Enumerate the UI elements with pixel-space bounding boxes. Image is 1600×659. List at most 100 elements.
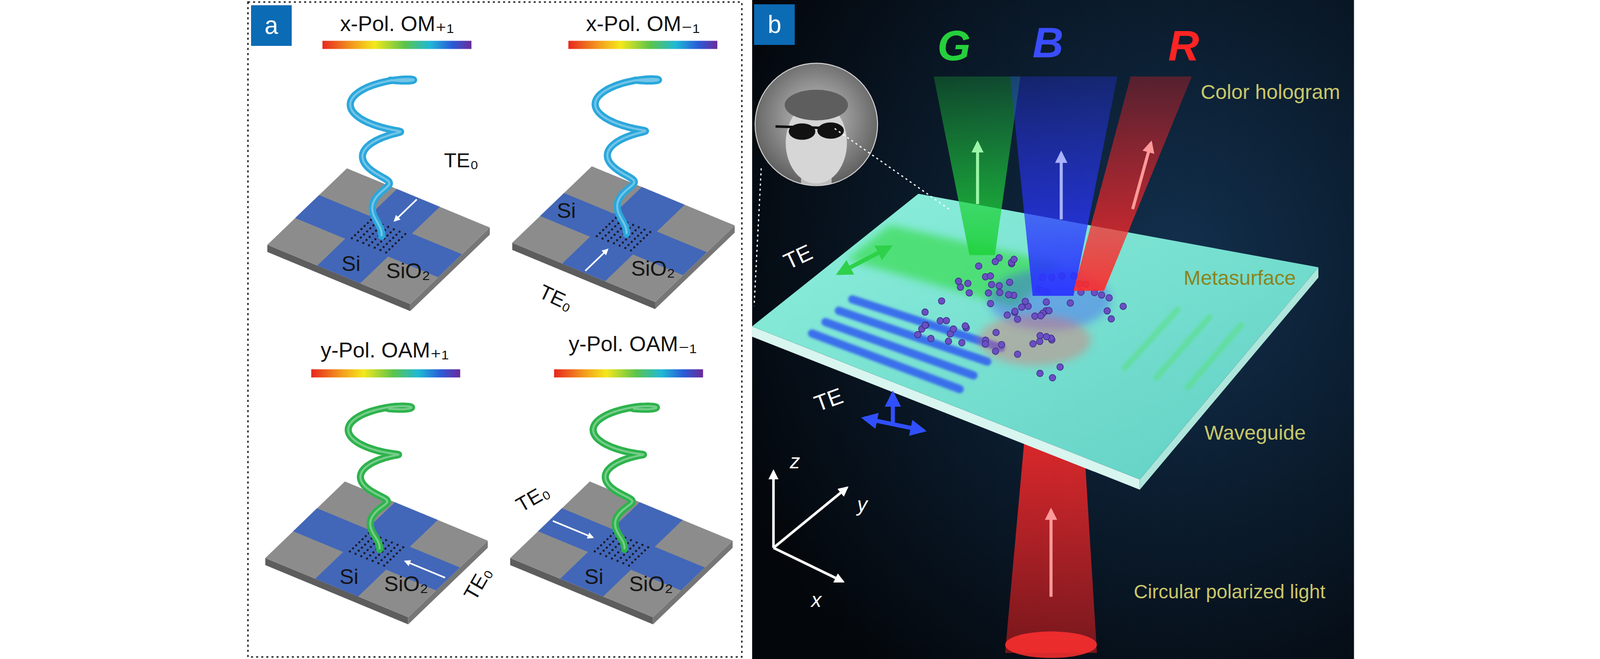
nanopillar	[384, 251, 388, 254]
meta-atom	[1014, 316, 1021, 323]
vortex-highlight	[592, 406, 657, 550]
nanopillar	[607, 240, 610, 243]
meta-atom	[945, 338, 953, 345]
nanopillar	[616, 559, 619, 563]
nanopillar	[374, 238, 377, 241]
nanopillar	[382, 246, 385, 249]
material-label: SiO₂	[386, 259, 431, 282]
nanopillar	[367, 540, 370, 544]
nanopillar	[366, 221, 370, 225]
incident-beam-end	[1005, 631, 1097, 659]
nanopillar	[374, 557, 378, 560]
nanopillar	[637, 555, 640, 559]
nanopillar	[602, 541, 606, 544]
input-arrow	[394, 199, 417, 221]
nanopillar	[369, 546, 373, 549]
input-arrow	[552, 521, 593, 538]
nanopillar	[388, 240, 392, 243]
nanopillar	[640, 552, 644, 556]
nanopillar	[376, 243, 380, 247]
meta-atom	[950, 326, 957, 333]
meta-atom	[1037, 312, 1045, 320]
beam-arrow	[975, 142, 979, 205]
meta-atom	[942, 317, 950, 325]
nanopillar	[386, 226, 390, 229]
nanopillar	[646, 234, 649, 237]
meta-atom	[1042, 298, 1050, 306]
green-beam	[933, 76, 1021, 256]
panel-background	[752, 0, 1355, 659]
nanopillar	[630, 241, 634, 244]
callout-label: Color hologram	[1200, 81, 1341, 103]
red-beam	[1073, 76, 1193, 291]
nanopillar	[608, 552, 611, 555]
meta-atom	[975, 263, 983, 270]
nanopillar	[398, 549, 402, 552]
nanopillar	[368, 235, 372, 239]
panel-title: x-Pol. OM₋₁	[585, 12, 700, 35]
nanopillar	[372, 551, 375, 555]
meta-atom	[992, 348, 999, 355]
nanopillar	[396, 544, 399, 547]
axis-label: y	[856, 493, 867, 515]
nanopillar	[386, 561, 389, 565]
meta-atom	[1107, 315, 1115, 323]
nanopillar	[393, 547, 396, 550]
meta-atom	[1106, 294, 1113, 302]
nanopillar	[612, 540, 615, 544]
vortex-beam	[595, 78, 659, 235]
meta-atom	[1018, 304, 1026, 311]
sunglasses	[817, 122, 844, 139]
vortex-highlight	[595, 78, 659, 235]
nanopillar	[380, 559, 384, 562]
nanopillar	[363, 225, 366, 228]
nanopillar	[605, 547, 609, 550]
nanopillar	[619, 557, 623, 560]
nanopillar	[608, 222, 611, 226]
axis-arrow	[772, 471, 775, 548]
nanopillar	[608, 543, 612, 547]
nanopillar	[631, 553, 635, 556]
callout-label: Circular polarized light	[1133, 582, 1326, 603]
material-label: Si	[341, 252, 361, 274]
meta-atom	[1006, 279, 1014, 286]
input-arrow	[585, 249, 608, 272]
meta-atom	[964, 280, 972, 287]
meta-atom	[962, 322, 969, 330]
nanopillar	[619, 227, 623, 231]
nanopillar	[613, 554, 617, 558]
nanopillar	[395, 552, 399, 556]
panel-b	[752, 0, 1355, 659]
nanopillar	[627, 243, 630, 247]
meta-atom	[996, 289, 1004, 296]
panel-border	[248, 1, 743, 658]
nanopillar	[364, 535, 368, 538]
color-bar	[311, 369, 461, 378]
nanopillar	[365, 557, 369, 560]
nanopillar	[602, 549, 605, 553]
nanopillar	[379, 249, 382, 252]
nanopillar	[358, 541, 361, 544]
vortex-beam	[350, 78, 414, 237]
meta-atom	[985, 289, 992, 297]
nanopillar	[374, 229, 378, 232]
nanopillar	[388, 248, 391, 251]
axis-label: x	[810, 590, 822, 611]
color-bar	[554, 369, 704, 378]
nanopillar	[624, 238, 628, 242]
nanopillar	[366, 549, 369, 552]
nanopillar	[648, 230, 652, 234]
chip	[267, 78, 490, 312]
nanopillar	[616, 230, 620, 234]
nanopillar	[625, 559, 628, 562]
meta-atom	[1011, 308, 1019, 316]
meta-atom	[1119, 303, 1127, 310]
color-letter: B	[1032, 21, 1064, 65]
meta-atom	[996, 282, 1003, 290]
nanopillar	[361, 547, 364, 550]
nanopillar	[628, 556, 631, 559]
nanopillar	[622, 562, 625, 565]
nanopillar	[390, 550, 393, 553]
nanopillar	[365, 239, 368, 242]
